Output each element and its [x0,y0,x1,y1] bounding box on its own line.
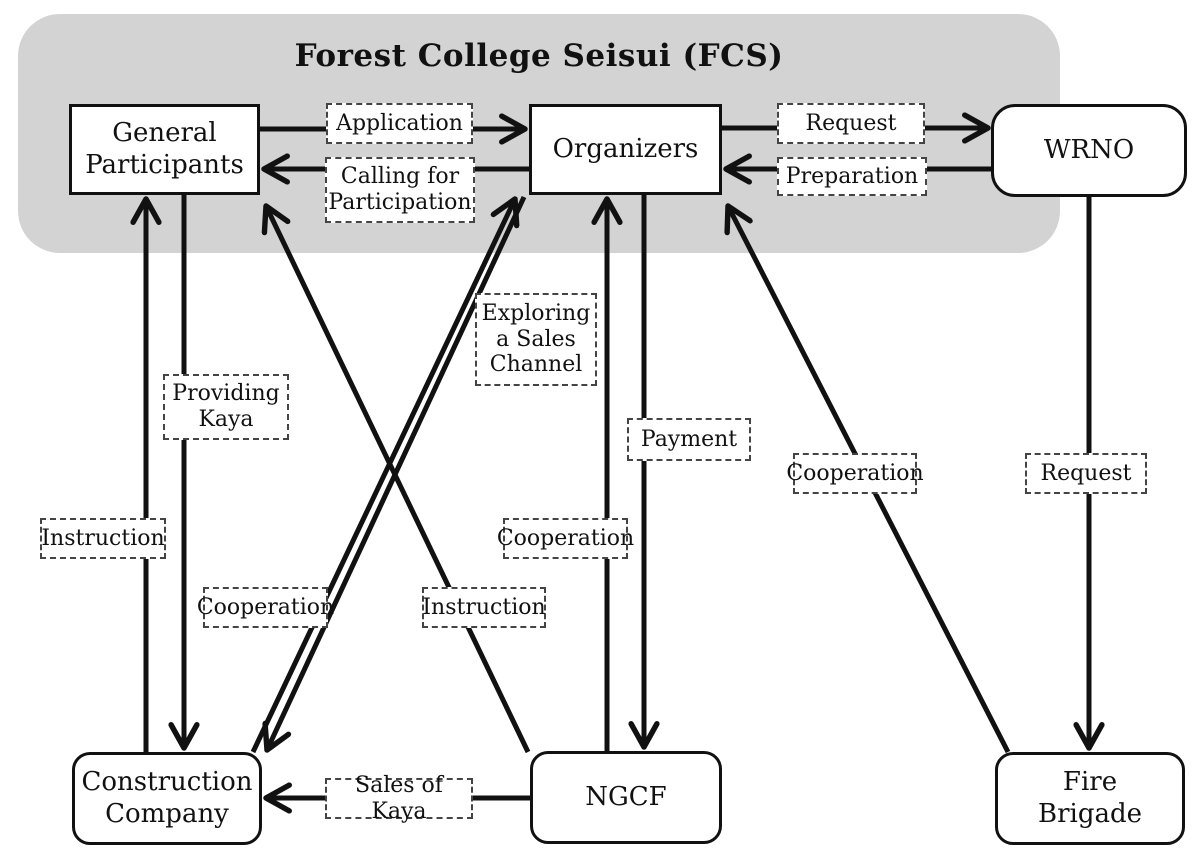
node-general-participants: General Participants [69,104,260,195]
edge-label-request-right: Request [1025,453,1147,494]
edge-label-sales-of-kaya: Sales of Kaya [325,773,473,824]
edge-label-cooperation-right: Cooperation [786,453,924,494]
edge-instruction-ngcf-gp-line [266,206,531,754]
edge-label-preparation: Preparation [777,157,927,196]
node-construction-company: Construction Company [72,752,262,845]
edge-label-instruction-bottom: Instruction [422,587,546,628]
edge-label-providing-kaya: Providing Kaya [163,374,289,440]
edge-label-request-top: Request [777,103,925,144]
edge-label-exploring-sales-channel: Exploring a Sales Channel [475,293,597,386]
node-fire-brigade: Fire Brigade [995,752,1185,845]
edge-label-cooperation-bottom-left: Cooperation [197,587,334,628]
edge-cooperation-cc-org-line [250,199,515,754]
edge-label-payment: Payment [627,418,751,461]
edge-label-calling-for-participation: Calling for Participation [325,157,475,223]
edge-label-instruction-left: Instruction [40,518,166,559]
edge-label-application: Application [326,103,473,144]
edge-label-cooperation-middle: Cooperation [497,518,634,559]
fcs-group-title: Forest College Seisui (FCS) [294,38,784,74]
node-ngcf: NGCF [530,751,722,844]
node-organizers: Organizers [529,104,722,195]
node-wrno: WRNO [991,104,1187,197]
